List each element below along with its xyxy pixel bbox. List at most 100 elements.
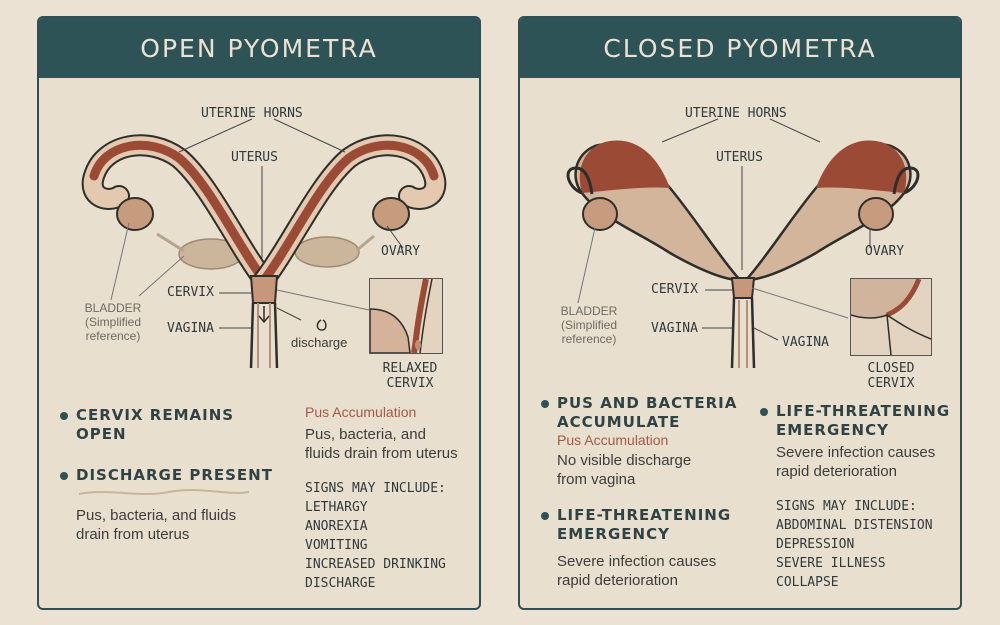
signs-list: SIGNS MAY INCLUDE: ABDOMINAL DISTENSION … (776, 497, 933, 592)
label-uterus: UTERUS (716, 150, 763, 165)
right-head-1: LIFE-THREATENING (776, 402, 951, 420)
relaxed-cervix-inset (369, 278, 443, 354)
bladder-note-1: (Simplified (84, 315, 141, 329)
inset-drop (415, 340, 421, 350)
accent-pus-accumulation: Pus Accumulation (557, 432, 669, 448)
inset-walls (850, 313, 932, 356)
label-discharge: discharge (291, 335, 348, 350)
bladder-title: BLADDER (84, 301, 142, 315)
leader-horns-right (273, 118, 346, 153)
inset-canal (411, 278, 429, 354)
open-pyometra-panel: OPEN PYOMETRA (37, 16, 481, 610)
bullet-2-body-1: Severe infection causes (557, 553, 717, 570)
inset-caption-1: RELAXED (382, 361, 438, 376)
label-uterus: UTERUS (231, 150, 278, 165)
bladder-note-2: reference) (85, 329, 141, 343)
left-ovary-shape (582, 197, 618, 231)
label-bladder: BLADDER (Simplified reference) (550, 304, 628, 346)
vagina-walls (249, 302, 279, 369)
signs-title: SIGNS MAY INCLUDE: (776, 499, 917, 514)
label-vagina-left: VAGINA (651, 321, 698, 336)
inset-caption-2: CERVIX (867, 376, 915, 391)
bullet-2-line-2: EMERGENCY (557, 525, 670, 543)
right-horn-pus (816, 140, 907, 193)
ligament-left (156, 232, 185, 253)
accent-pus-accumulation: Pus Accumulation (305, 404, 417, 420)
vagina-walls (730, 297, 756, 369)
bladder-note-2: reference) (561, 332, 617, 346)
bullet-2-body: Pus, bacteria, and fluids drain from ute… (76, 506, 236, 544)
label-uterine-horns: UTERINE HORNS (201, 106, 303, 121)
label-cervix: CERVIX (651, 282, 698, 297)
closed-cervix-shape (730, 277, 756, 299)
closed-pyometra-panel: CLOSED PYOMETRA UTERINE (518, 16, 962, 610)
left-horn-pus (579, 140, 670, 193)
bullet-1-line-1: PUS AND BACTERIA (557, 394, 738, 412)
bladder-right-shape (294, 236, 360, 268)
label-ovary: OVARY (865, 244, 905, 259)
bullet-dot-2 (541, 512, 549, 520)
bladder-title: BLADDER (560, 304, 618, 318)
bullet-pus-accumulate: PUS AND BACTERIA ACCUMULATE (557, 394, 737, 432)
discharge-arrow (258, 306, 270, 324)
open-uterus-diagram (78, 118, 447, 495)
sign-item: SEVERE ILLNESS (776, 556, 886, 571)
leader-inset (276, 289, 370, 311)
label-cervix: CERVIX (167, 285, 214, 300)
right-body-1: Pus, bacteria, and (305, 426, 426, 443)
bullet-1-line-1: CERVIX REMAINS (76, 406, 235, 424)
discharge-drop (316, 319, 327, 331)
left-ovary-shape (116, 197, 154, 231)
label-vagina: VAGINA (167, 321, 214, 336)
bladder-note-1: (Simplified (560, 318, 617, 332)
ligament-right (356, 234, 375, 252)
sign-item: ANOREXIA (305, 519, 368, 534)
bullet-1-line-2: ACCUMULATE (557, 413, 681, 431)
label-uterine-horns: UTERINE HORNS (685, 106, 787, 121)
leader-vagina-right (753, 327, 779, 341)
sign-item: VOMITING (305, 538, 368, 553)
bullet-2-body-2: rapid deterioration (557, 572, 678, 589)
right-ovary-shape (372, 197, 410, 231)
right-body-2: fluids drain from uterus (305, 445, 458, 462)
inset-caption-1: CLOSED (867, 361, 915, 376)
label-closed-cervix: CLOSED CERVIX (856, 361, 926, 391)
leader-bladder-2 (138, 255, 185, 297)
inset-tissue-left (369, 308, 411, 354)
closed-cervix-inset (850, 278, 932, 356)
leader-ovary (386, 225, 404, 249)
leader-bladder-1 (110, 222, 130, 301)
inset-canal (885, 278, 922, 318)
vagina-inner (738, 300, 748, 368)
closed-pyometra-title: CLOSED PYOMETRA (520, 18, 960, 78)
label-bladder: BLADDER (Simplified reference) (75, 301, 151, 343)
leader-bladder-1 (577, 227, 596, 304)
vagina-inner (257, 303, 271, 368)
inset-tissue-top (851, 279, 919, 318)
sign-item: DISCHARGE (305, 576, 376, 591)
signs-title: SIGNS MAY INCLUDE: (305, 481, 446, 496)
bullet-1-body-1: No visible discharge (557, 452, 692, 469)
closed-cervix-graphic (850, 278, 932, 356)
leader-inset (751, 287, 849, 319)
right-head-2: EMERGENCY (776, 421, 889, 439)
inset-wall (419, 278, 433, 354)
bullet-dot-2 (60, 472, 68, 480)
discharge-squiggle (78, 489, 250, 495)
right-body-1: Severe infection causes (776, 444, 936, 461)
bullet-dot-right (760, 408, 768, 416)
right-tube-curl (892, 166, 920, 195)
leader-discharge (276, 307, 302, 321)
right-life-threatening: LIFE-THREATENING EMERGENCY (776, 402, 950, 440)
bullet-cervix-open: CERVIX REMAINS OPEN (76, 406, 234, 444)
right-ovary-shape (858, 197, 894, 231)
relaxed-cervix-graphic (369, 278, 433, 354)
label-relaxed-cervix: RELAXED CERVIX (375, 361, 445, 391)
bullet-1-body-2: from vagina (557, 471, 636, 488)
bullet-1-body: No visible discharge from vagina (557, 451, 691, 489)
sign-item: COLLAPSE (776, 575, 839, 590)
sign-item: DEPRESSION (776, 537, 855, 552)
right-horn-lumen (259, 140, 439, 285)
right-body: Pus, bacteria, and fluids drain from ute… (305, 425, 458, 463)
label-vagina-right: VAGINA (782, 335, 829, 350)
